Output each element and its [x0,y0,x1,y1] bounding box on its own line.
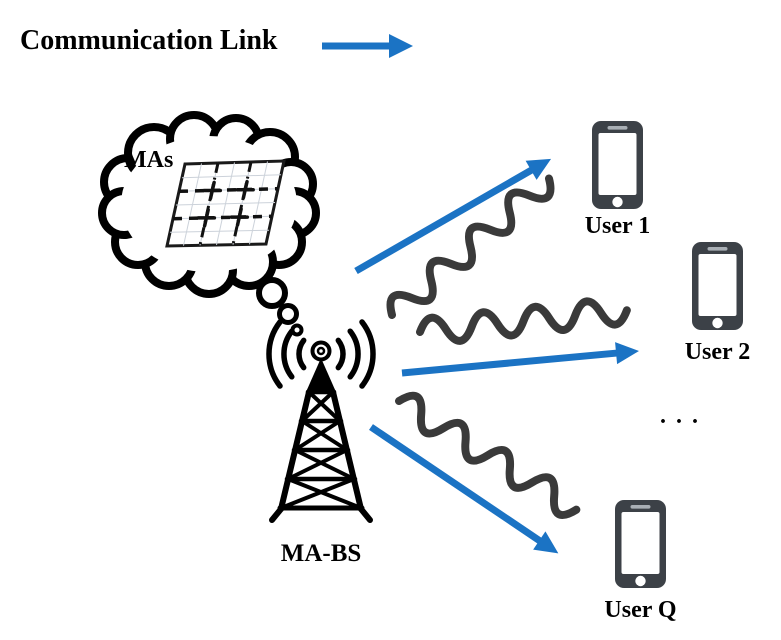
smartphone-user1-icon [592,121,643,209]
cloud-label: MAs [124,147,174,173]
user2-label: User 2 [684,339,751,365]
signal-wave-user1-icon [386,174,555,319]
cloud-tail-bubbles-icon [256,277,304,337]
base-station-tower-icon [269,340,373,523]
smartphone-userq-icon [615,500,666,588]
legend-arrow-icon [322,34,413,58]
signal-wave-userq-icon [395,391,581,519]
users-ellipsis: . . . [660,403,700,429]
base-station-label: MA-BS [280,540,362,567]
userq-label: User Q [604,597,677,623]
link-arrow-user1-icon [354,158,552,275]
smartphone-user2-icon [692,242,743,330]
link-arrow-userq-icon [369,424,559,554]
radio-waves-icon [266,319,376,389]
signal-wave-user2-icon [416,297,631,345]
legend-label: Communication Link [20,25,278,56]
link-arrow-user2-icon [401,342,639,377]
user1-label: User 1 [584,213,651,239]
antenna-array-icon [165,159,286,248]
